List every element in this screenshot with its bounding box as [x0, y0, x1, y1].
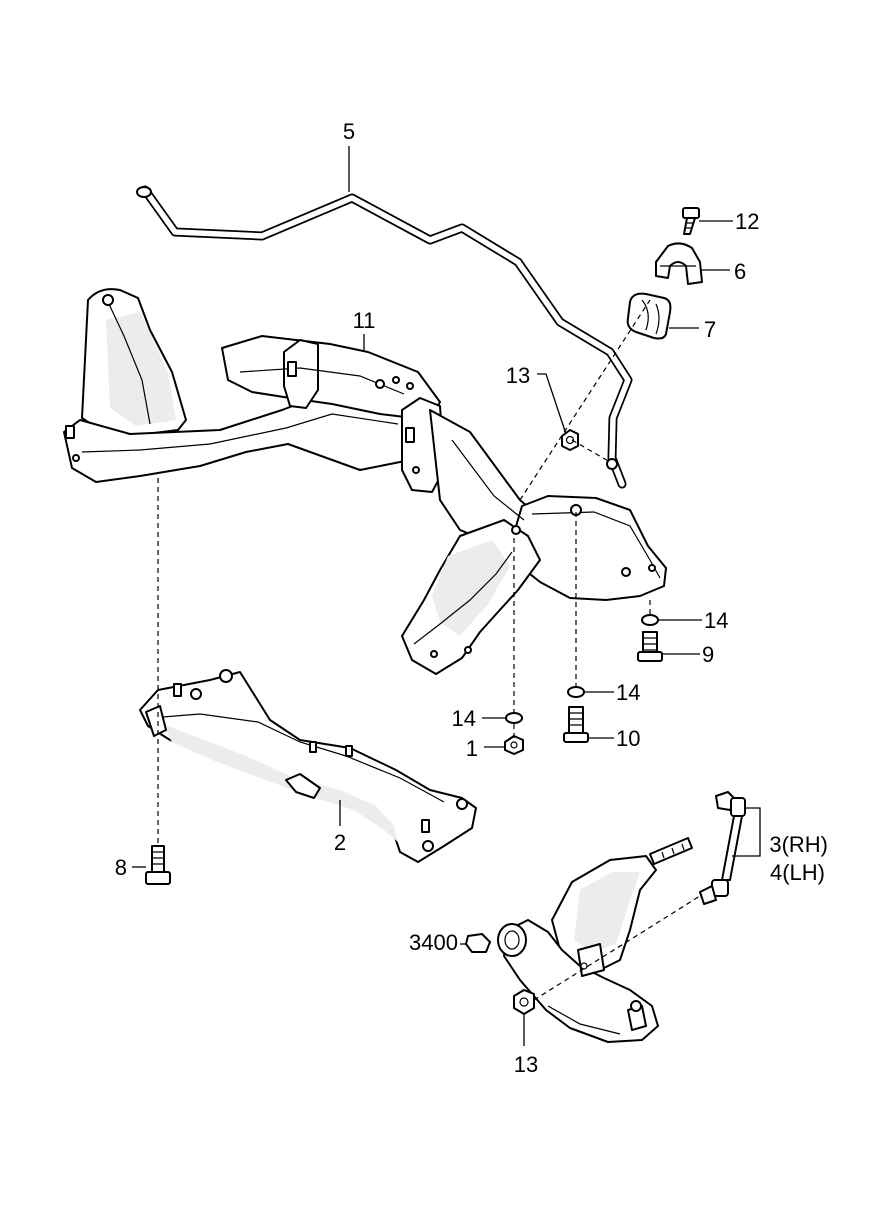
washer-14-lower — [505, 712, 523, 724]
callout-13-upper: 13 — [506, 363, 530, 388]
callout-labels: 5 12 6 7 11 13 14 9 14 14 1 10 2 8 3(RH)… — [115, 119, 828, 1077]
bolt-9 — [637, 631, 663, 662]
stabilizer-bar — [136, 185, 633, 489]
callout-7: 7 — [704, 317, 716, 342]
callout-6: 6 — [734, 259, 746, 284]
stabilizer-bracket-6 — [655, 242, 703, 285]
leader-lines — [132, 146, 761, 1046]
callout-9: 9 — [702, 642, 714, 667]
rear-crossmember-2 — [139, 669, 477, 863]
bolt-8 — [145, 845, 171, 885]
callout-5: 5 — [343, 119, 355, 144]
callout-14-upper: 14 — [704, 608, 728, 633]
nut-13-upper — [561, 429, 579, 451]
washer-14-middle — [567, 686, 585, 698]
callout-12: 12 — [735, 209, 759, 234]
callout-3-rh: 3(RH) — [769, 832, 828, 857]
callout-4-lh: 4(LH) — [770, 860, 825, 885]
clip-3400 — [465, 933, 491, 953]
stabilizer-link-3-4 — [699, 791, 746, 905]
assembly-guide-lines — [157, 299, 701, 1001]
nut-13-lower — [513, 989, 535, 1015]
lower-control-arm — [497, 837, 693, 1043]
bolt-10 — [563, 706, 589, 743]
callout-10: 10 — [616, 726, 640, 751]
washer-14-upper — [641, 614, 659, 626]
front-crossmember-11 — [63, 288, 667, 675]
callout-8: 8 — [115, 855, 127, 880]
callout-2: 2 — [334, 830, 346, 855]
bracket-bolt-12 — [682, 207, 700, 235]
callout-11: 11 — [353, 308, 376, 333]
nut-1 — [504, 735, 524, 755]
callout-14-middle: 14 — [616, 680, 640, 705]
callout-13-lower: 13 — [514, 1052, 538, 1077]
callout-1: 1 — [466, 736, 478, 761]
callout-14-lower: 14 — [452, 706, 476, 731]
callout-3400: 3400 — [409, 930, 458, 955]
stabilizer-bushing-7 — [626, 292, 672, 340]
